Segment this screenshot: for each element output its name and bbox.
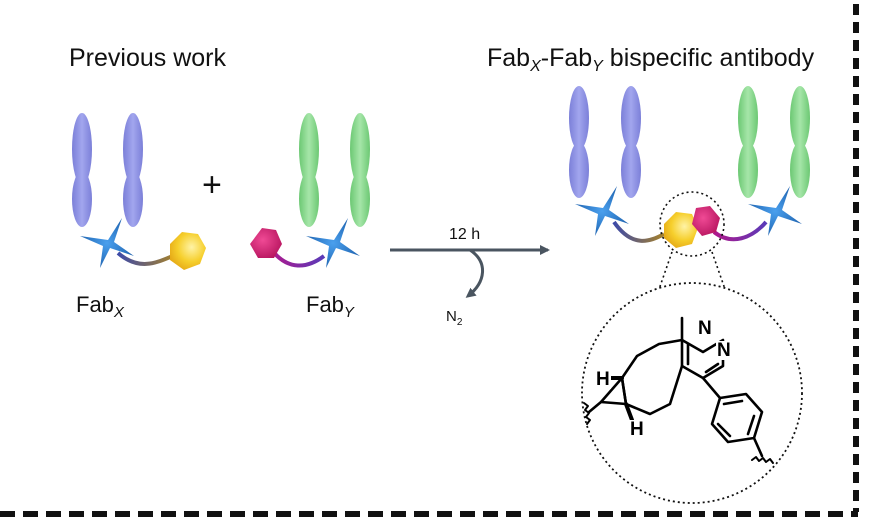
label-fab-y: FabY — [306, 292, 354, 321]
bis-y-heavy-upper-left — [738, 86, 758, 150]
fab-x-antibody — [72, 113, 206, 270]
label-fab-x-main: Fab — [76, 292, 114, 317]
bis-x-light-upper-right — [621, 86, 641, 150]
bis-x-hinge — [575, 186, 629, 236]
atom-h-upper: H — [595, 369, 611, 390]
bis-cyclooctyne — [664, 212, 698, 248]
linker-bond-right — [752, 436, 764, 458]
cyclopropane-ring — [599, 376, 628, 406]
bis-tetrazine — [692, 206, 720, 236]
phenyl-link-bond — [701, 376, 722, 400]
fab-x-heavy-lower-left — [72, 171, 92, 227]
label-byproduct-main: N — [446, 308, 457, 325]
fab-y-heavy-lower-left — [299, 171, 319, 227]
bis-y-hinge — [748, 186, 802, 236]
fab-x-light-upper-right — [123, 113, 143, 185]
atom-n-top: N — [697, 318, 713, 339]
title-bis-fab-2: -Fab — [540, 44, 593, 72]
title-bis-sub-y: Y — [592, 58, 603, 75]
label-fab-y-sub: Y — [343, 304, 354, 321]
bispecific-antibody — [569, 86, 810, 248]
linker-bond-left — [587, 400, 603, 414]
label-byproduct: N2 — [446, 308, 463, 328]
label-fab-x: FabX — [76, 292, 124, 321]
fab-x-hinge — [80, 218, 134, 268]
atom-n-right: N — [716, 340, 732, 361]
bis-x-heavy-lower-left — [569, 142, 589, 198]
title-bis-rest: bispecific antibody — [602, 44, 815, 72]
pyridazine-double-2 — [704, 362, 720, 374]
title-bis-fab-1: Fab — [487, 44, 531, 72]
bis-x-heavy-upper-left — [569, 86, 589, 150]
fab-y-light-lower-right — [350, 171, 370, 227]
fab-y-tetrazine — [250, 228, 282, 258]
byproduct-curved-arrow — [465, 248, 484, 298]
title-bispecific-antibody: FabX-FabY bispecific antibody — [487, 44, 815, 75]
bis-x-light-lower-right — [621, 142, 641, 198]
label-reaction-time: 12 h — [449, 226, 481, 243]
atom-h-lower: H — [629, 419, 645, 440]
phenyl-double-3 — [716, 422, 732, 438]
fab-y-hinge — [306, 218, 360, 268]
label-fab-x-sub: X — [113, 304, 124, 321]
phenyl-double-1 — [722, 399, 744, 406]
plus-label: + — [202, 166, 222, 204]
zoom-detail-circle — [581, 282, 803, 504]
fab-x-cyclooctyne — [170, 232, 206, 270]
zoom-source-circle — [659, 191, 725, 257]
fab-x-heavy-upper-left — [72, 113, 92, 185]
fab-x-light-lower-right — [123, 171, 143, 227]
fab-y-antibody — [250, 113, 370, 268]
bis-y-light-upper-right — [790, 86, 810, 150]
fab-y-heavy-upper-left — [299, 113, 319, 185]
zoom-line-right — [711, 251, 727, 293]
attachment-squiggle-right — [751, 456, 774, 464]
phenyl-double-2 — [746, 414, 756, 436]
label-fab-y-main: Fab — [306, 292, 344, 317]
title-previous-work: Previous work — [69, 44, 226, 72]
bis-x-linker — [612, 220, 665, 243]
bis-y-light-lower-right — [790, 142, 810, 198]
label-byproduct-sub: 2 — [456, 317, 463, 328]
title-bis-sub-x: X — [530, 58, 541, 75]
bis-y-linker — [712, 220, 768, 242]
fab-y-light-upper-right — [350, 113, 370, 185]
fab-x-linker — [116, 251, 176, 266]
bis-y-heavy-lower-left — [738, 142, 758, 198]
stereo-bond-h2 — [624, 402, 634, 422]
chemical-structure — [583, 316, 774, 464]
attachment-squiggle-left — [583, 402, 591, 425]
